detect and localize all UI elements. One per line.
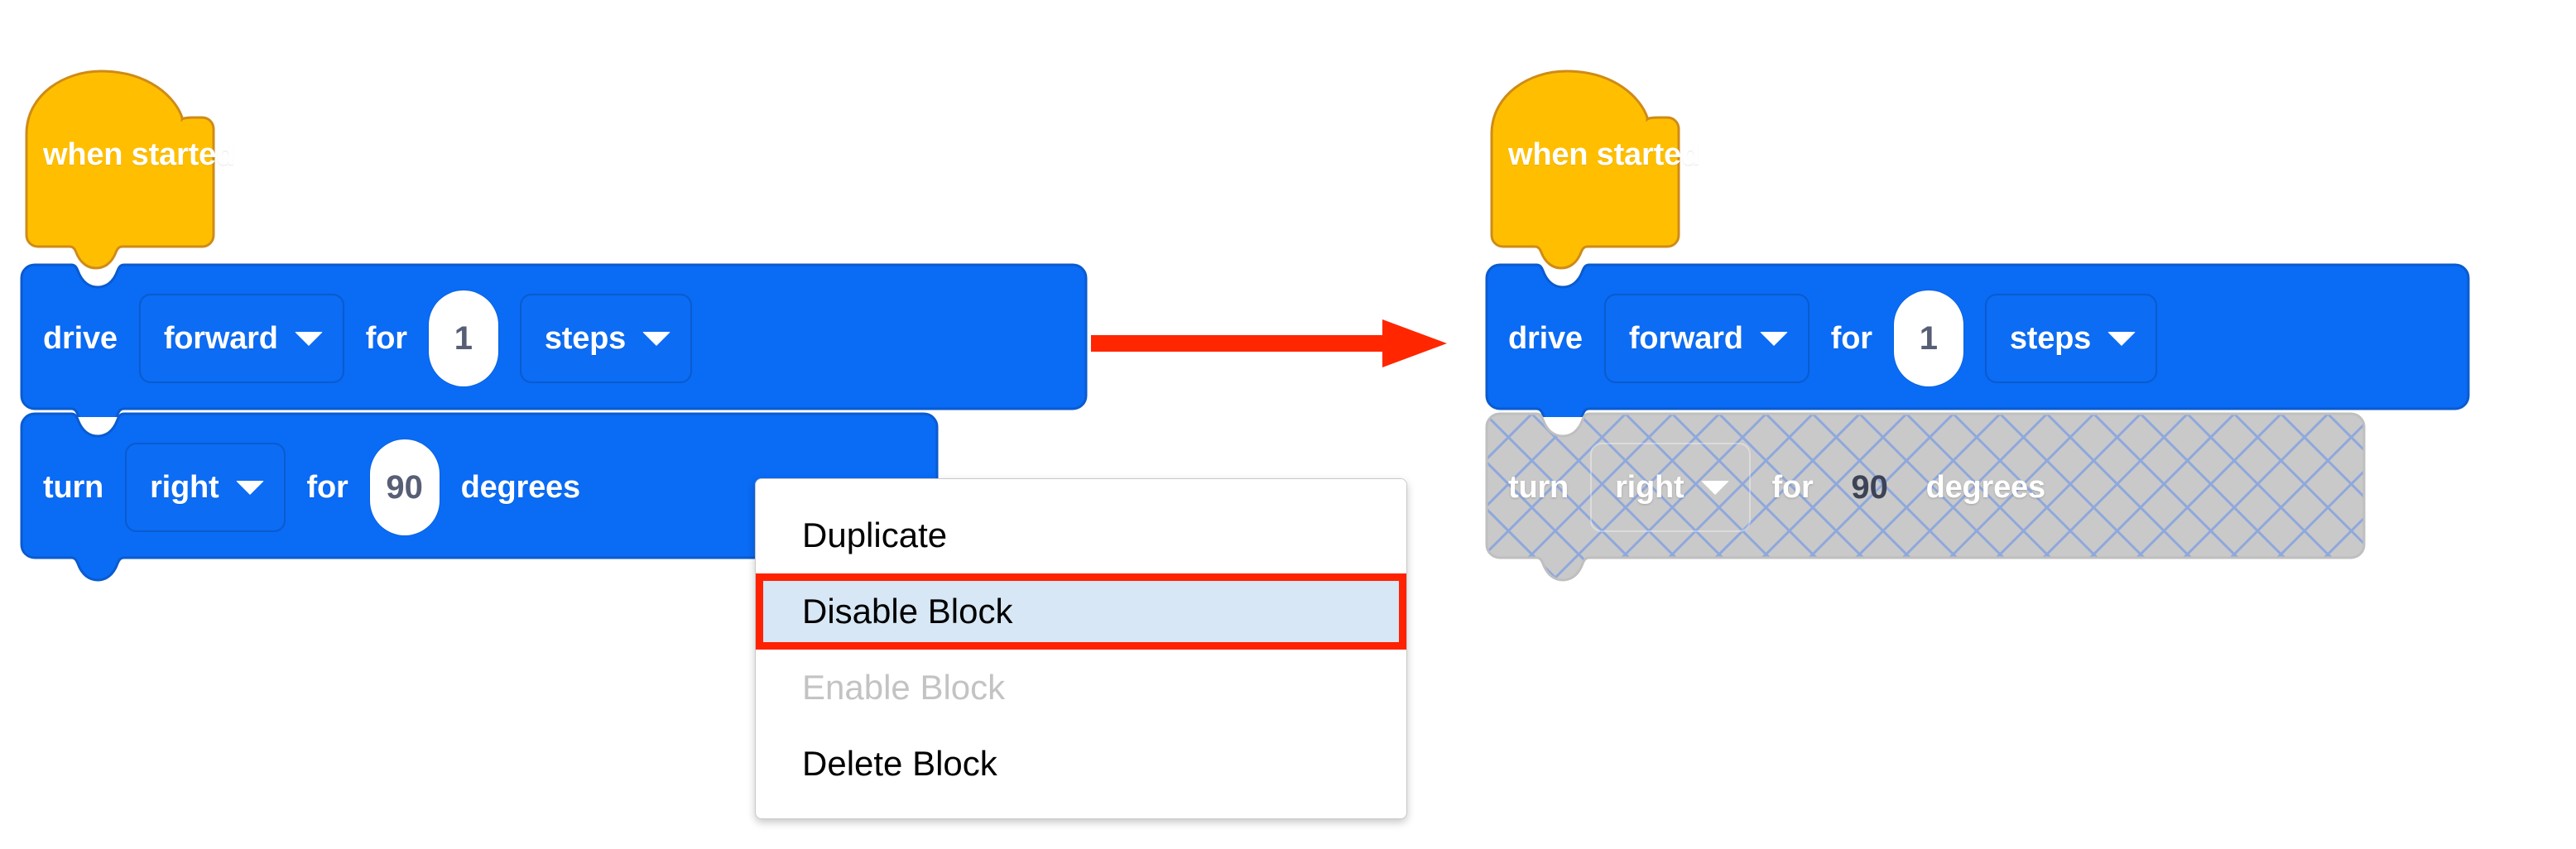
when-started-hat-block-after[interactable]: when started xyxy=(1490,65,1700,271)
turn-block-content: turn right for 90 degrees xyxy=(20,412,962,563)
hat-block-label: when started xyxy=(1508,137,1700,172)
turn-block-before[interactable]: turn right for 90 degrees xyxy=(20,412,939,582)
drive-units-dropdown[interactable]: steps xyxy=(519,294,693,383)
context-menu-item-duplicate[interactable]: Duplicate xyxy=(756,497,1406,573)
turn-verb-label: turn xyxy=(43,469,104,505)
drive-direction-value: forward xyxy=(1628,320,1743,356)
drive-amount-input[interactable]: 1 xyxy=(1893,290,1963,386)
arrow-right-icon xyxy=(1091,319,1447,367)
drive-direction-value: forward xyxy=(163,320,278,356)
chevron-down-icon xyxy=(1759,331,1788,346)
turn-direction-value: right xyxy=(1615,469,1684,505)
drive-block-after[interactable]: drive forward for 1 steps xyxy=(1485,263,2470,417)
turn-verb-label: turn xyxy=(1508,469,1569,505)
drive-units-value: steps xyxy=(2009,320,2092,356)
drive-units-value: steps xyxy=(544,320,627,356)
turn-direction-dropdown[interactable]: right xyxy=(1590,443,1751,532)
drive-block-content: drive forward for 1 steps xyxy=(20,263,1111,414)
turn-connector-label: for xyxy=(1771,469,1814,505)
drive-direction-dropdown[interactable]: forward xyxy=(138,294,344,383)
transition-arrow xyxy=(1091,314,1449,377)
drive-verb-label: drive xyxy=(43,320,118,356)
chevron-down-icon xyxy=(642,331,671,346)
block-context-menu[interactable]: Duplicate Disable Block Enable Block Del… xyxy=(755,478,1407,819)
drive-block-before[interactable]: drive forward for 1 steps xyxy=(20,263,1088,417)
context-menu-item-delete-block[interactable]: Delete Block xyxy=(756,726,1406,802)
hat-block-label: when started xyxy=(43,137,235,172)
context-menu-item-enable-block: Enable Block xyxy=(756,650,1406,726)
menu-top-spacer xyxy=(756,479,1406,497)
turn-direction-value: right xyxy=(150,469,219,505)
chevron-down-icon xyxy=(294,331,323,346)
turn-amount-input[interactable]: 90 xyxy=(1851,468,1888,506)
drive-amount-input[interactable]: 1 xyxy=(428,290,498,386)
turn-block-after-disabled[interactable]: turn right for 90 degrees xyxy=(1485,412,2366,582)
drive-connector-label: for xyxy=(1830,320,1872,356)
turn-direction-dropdown[interactable]: right xyxy=(125,443,286,532)
hat-block-shape xyxy=(1490,70,1680,270)
chevron-down-icon xyxy=(1700,480,1729,495)
turn-amount-input[interactable]: 90 xyxy=(369,439,440,535)
drive-units-dropdown[interactable]: steps xyxy=(1984,294,2158,383)
turn-units-label: degrees xyxy=(1925,469,2046,505)
turn-connector-label: for xyxy=(306,469,348,505)
chevron-down-icon xyxy=(235,480,264,495)
drive-direction-dropdown[interactable]: forward xyxy=(1603,294,1809,383)
drive-block-content: drive forward for 1 steps xyxy=(1485,263,2493,414)
turn-block-disabled-shape xyxy=(1485,412,2366,582)
when-started-hat-block-before[interactable]: when started xyxy=(25,65,235,271)
turn-block-content-disabled: turn right for 90 degrees xyxy=(1485,412,2389,563)
hat-block-shape xyxy=(25,70,215,270)
context-menu-item-disable-block[interactable]: Disable Block xyxy=(756,573,1406,650)
drive-connector-label: for xyxy=(365,320,407,356)
drive-verb-label: drive xyxy=(1508,320,1583,356)
turn-units-label: degrees xyxy=(460,469,581,505)
chevron-down-icon xyxy=(2107,331,2136,346)
